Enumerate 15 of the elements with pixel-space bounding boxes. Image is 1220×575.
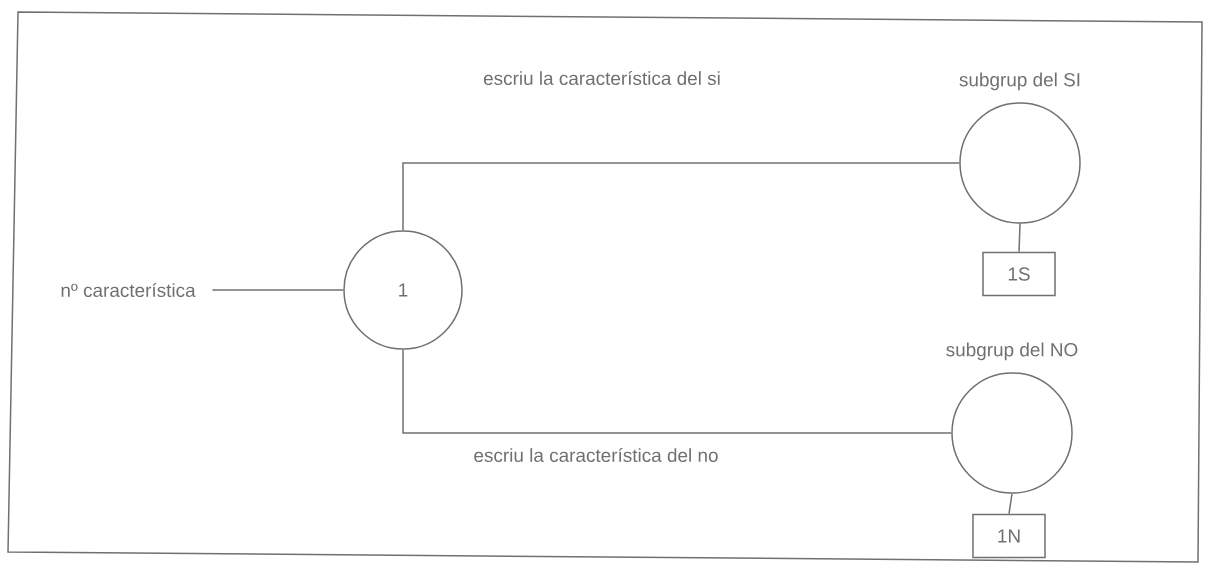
connector-line — [1018, 223, 1021, 253]
node-label: subgrup del SI — [959, 72, 1080, 91]
node-label: subgrup del NO — [946, 342, 1078, 361]
code-box: 1S — [982, 251, 1056, 297]
circle-node: 1 — [343, 230, 463, 350]
connector-line — [211, 289, 344, 291]
connector-line — [402, 349, 952, 434]
edge-label: escriu la característica del si — [481, 68, 723, 88]
circle-node: subgrup del SI — [959, 72, 1081, 224]
edge-label: escriu la característica del no — [471, 445, 721, 465]
connector-line — [1008, 493, 1013, 515]
node-label: nº característica — [61, 282, 196, 298]
circle-node: subgrup del NO — [946, 342, 1078, 494]
code-box: 1N — [972, 513, 1046, 559]
connector-line — [402, 162, 960, 231]
